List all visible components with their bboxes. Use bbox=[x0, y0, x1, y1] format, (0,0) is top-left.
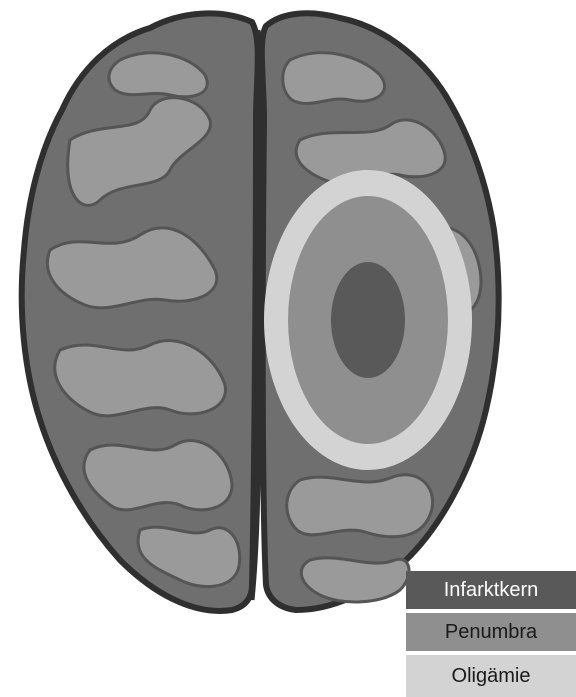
legend-item-infarct-core: Infarktkern bbox=[406, 571, 576, 609]
gyrus-shape bbox=[55, 341, 226, 416]
legend-label: Penumbra bbox=[445, 621, 537, 644]
gyrus-shape bbox=[84, 441, 232, 510]
infarct-core-zone bbox=[331, 262, 405, 378]
gyrus-shape bbox=[301, 558, 409, 602]
left-hemisphere bbox=[22, 13, 258, 610]
legend-label: Infarktkern bbox=[444, 579, 538, 602]
legend: Infarktkern Penumbra Oligämie bbox=[406, 571, 576, 697]
gyrus-shape bbox=[287, 475, 433, 537]
legend-label: Oligämie bbox=[452, 665, 531, 688]
legend-item-penumbra: Penumbra bbox=[406, 613, 576, 651]
infarct-zones bbox=[264, 170, 472, 470]
legend-item-oligemia: Oligämie bbox=[406, 655, 576, 697]
